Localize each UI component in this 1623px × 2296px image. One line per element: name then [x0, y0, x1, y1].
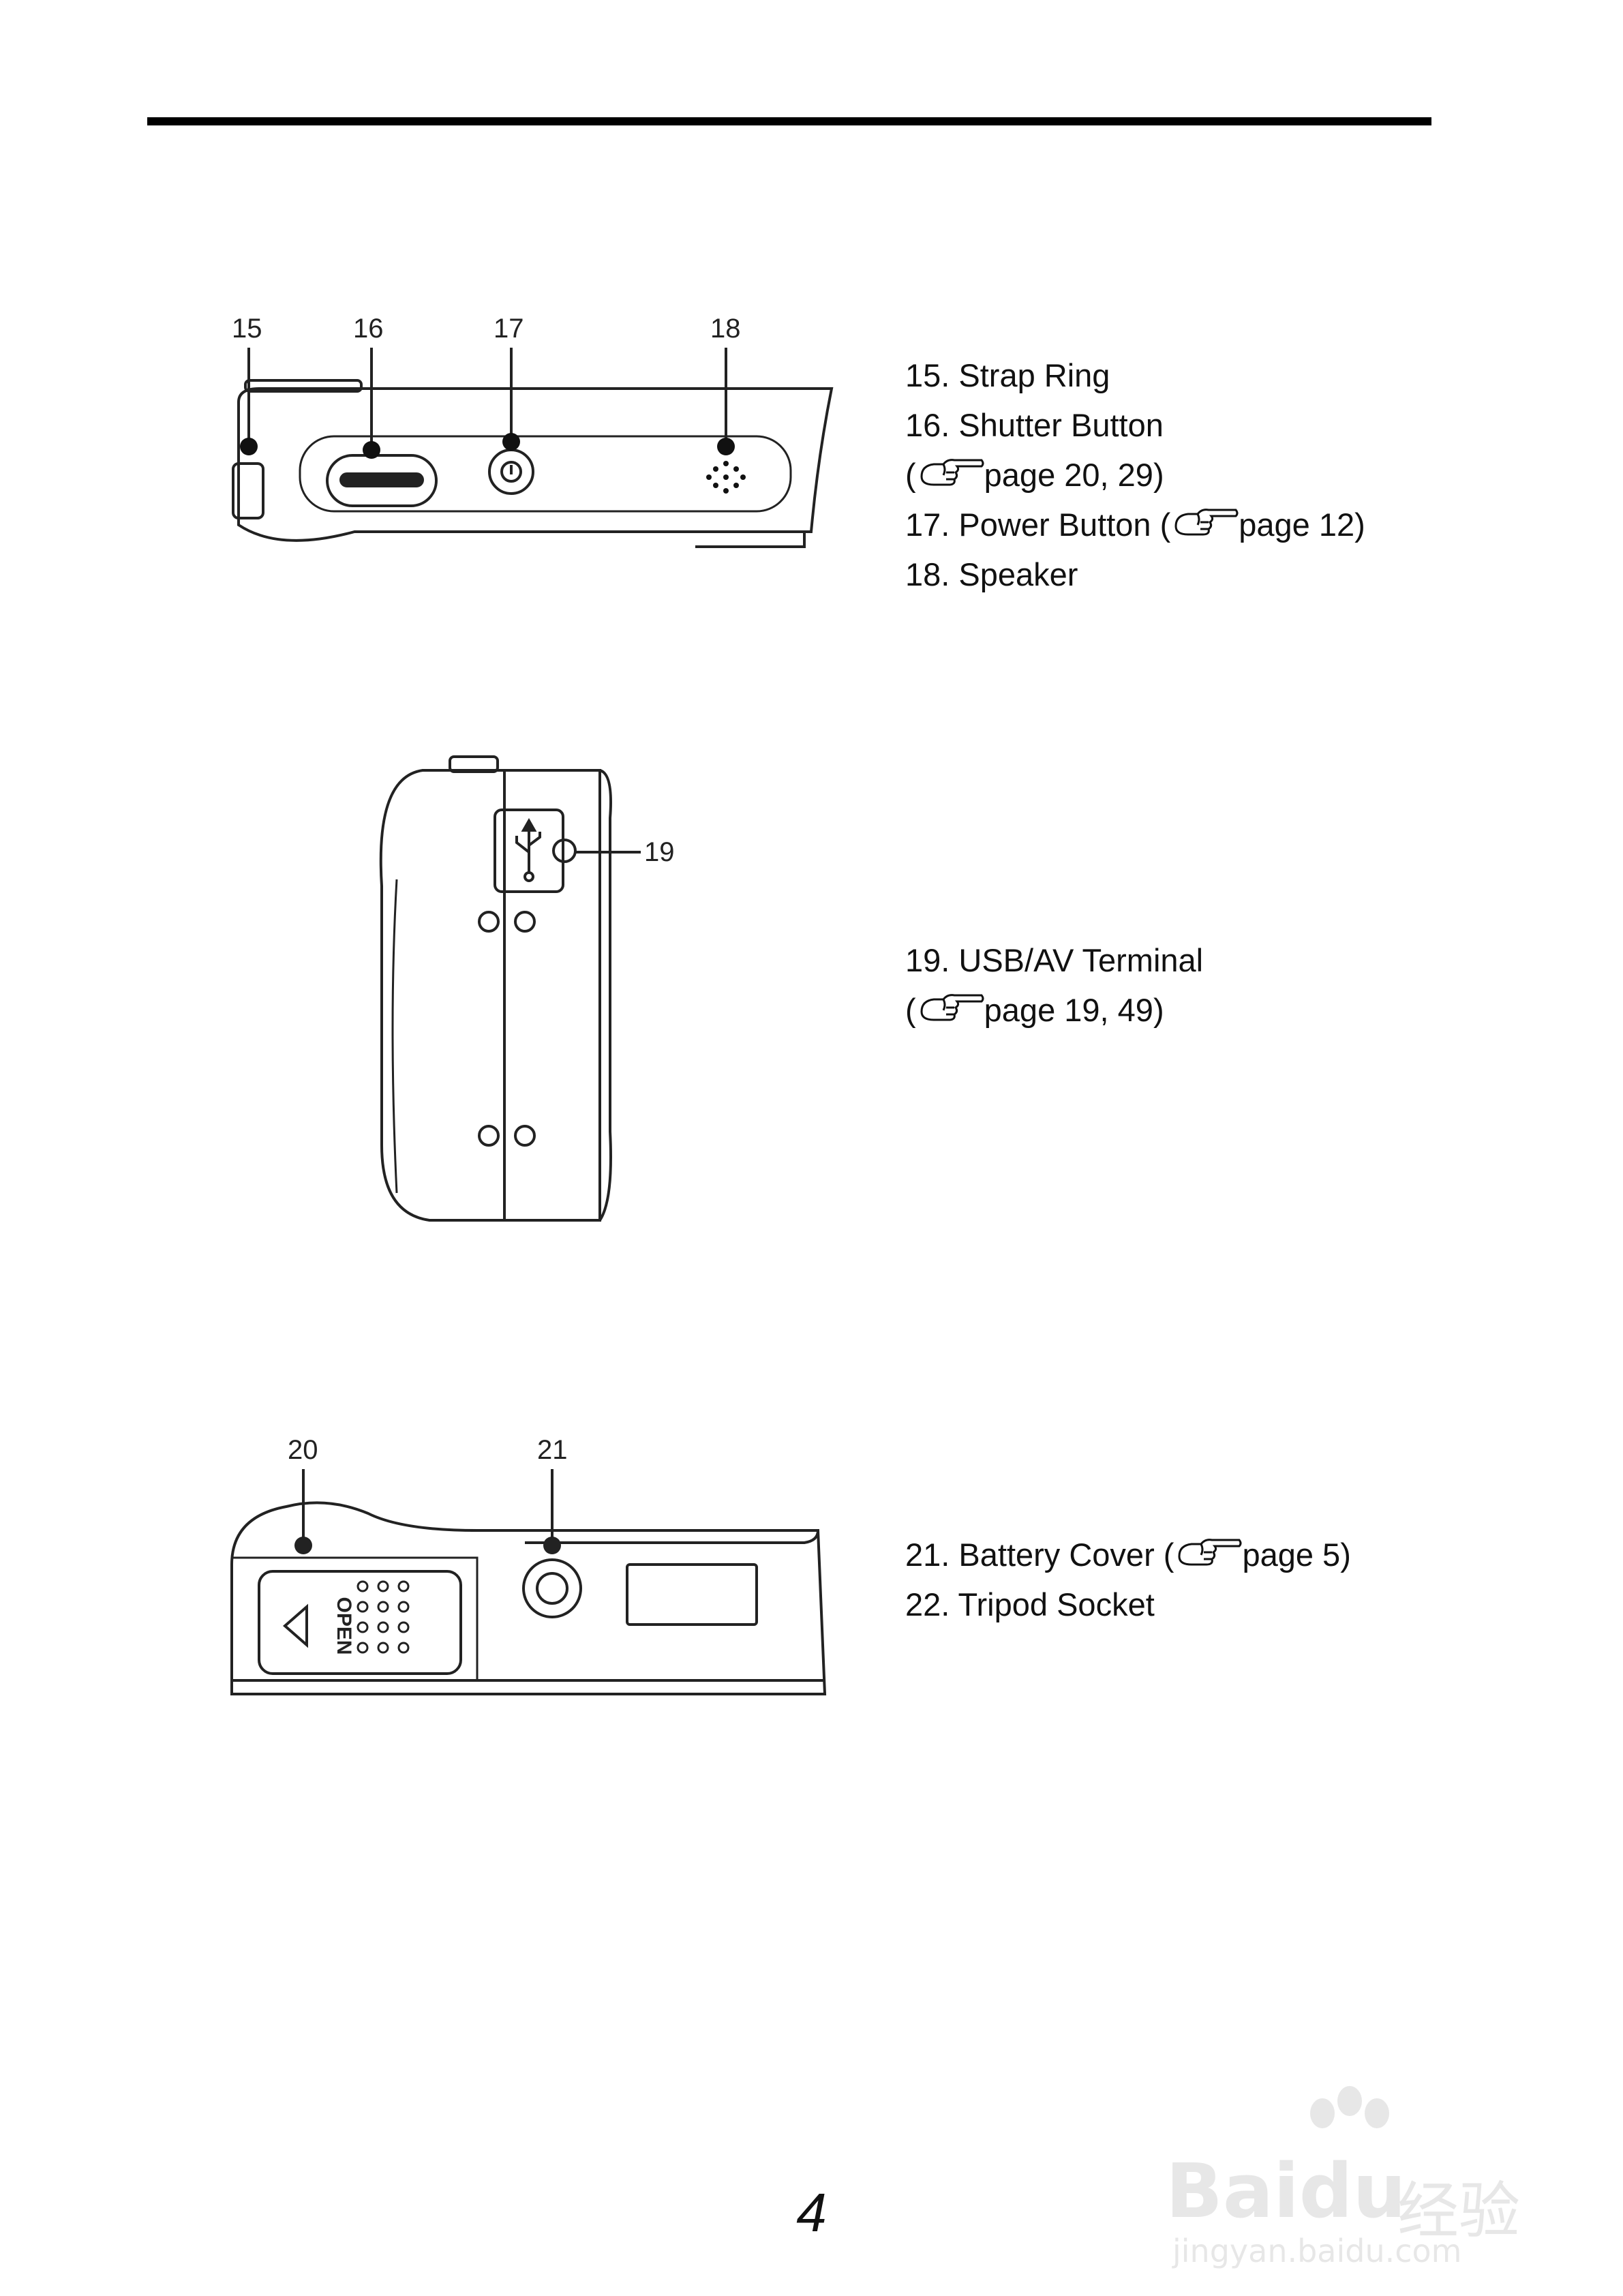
- watermark-cn: 经验: [1397, 2175, 1520, 2247]
- description-group-1: 15. Strap Ring 16. Shutter Button (page …: [905, 350, 1365, 599]
- item-16-reference: (page 20, 29): [905, 457, 1164, 493]
- callout-19: 19: [644, 837, 675, 867]
- watermark-url: jingyan.baidu.com: [1172, 2233, 1462, 2269]
- callout-20: 20: [288, 1435, 318, 1465]
- callout-15: 15: [232, 314, 262, 344]
- watermark-brand: Baidu: [1166, 2147, 1406, 2235]
- usb-av-cover-shape: [494, 809, 564, 893]
- callout-21: 21: [537, 1435, 568, 1465]
- camera-bottom-view-figure: 20 21 OPEN: [218, 1428, 845, 1728]
- camera-top-view-figure: 15 16 17 18: [218, 307, 845, 607]
- top-rule: [147, 117, 1431, 125]
- strap-ring-shape: [232, 462, 264, 519]
- shutter-button-shape: [326, 454, 438, 507]
- bottom-body-outline: [230, 1501, 827, 1695]
- item-16-shutter-button: 16. Shutter Button: [905, 407, 1164, 443]
- tripod-socket-shape: [522, 1558, 582, 1618]
- paw-logo-icon: [1310, 2086, 1389, 2128]
- pointing-hand-icon: [1174, 509, 1239, 536]
- callout-16: 16: [353, 314, 384, 344]
- item-18-speaker: 18. Speaker: [905, 556, 1078, 592]
- battery-cover-shape: [232, 1556, 479, 1680]
- item-15-strap-ring: 15. Strap Ring: [905, 357, 1110, 393]
- callout-labels: 15 16 17 18: [232, 314, 741, 344]
- callout-18: 18: [710, 314, 741, 344]
- item-22-tripod-socket: 22. Tripod Socket: [905, 1586, 1155, 1622]
- pointing-hand-icon: [920, 459, 984, 486]
- item-19-reference: (page 19, 49): [905, 992, 1164, 1028]
- baidu-jingyan-watermark: Baidu 经验 jingyan.baidu.com: [1159, 2086, 1541, 2269]
- page-number: 4: [796, 2182, 827, 2243]
- callout-17: 17: [494, 314, 524, 344]
- item-17-power-button: 17. Power Button (page 12): [905, 507, 1365, 543]
- callout-labels-bottom: 20 21: [288, 1435, 568, 1465]
- item-19-usb-av-terminal: 19. USB/AV Terminal: [905, 942, 1204, 978]
- pointing-hand-icon: [1178, 1539, 1242, 1566]
- open-label: OPEN: [333, 1597, 355, 1655]
- side-body-back: [379, 769, 601, 1222]
- camera-body-outline: [237, 387, 834, 542]
- camera-side-view-figure: 19: [368, 750, 750, 1227]
- description-group-3: 21. Battery Cover (page 5) 22. Tripod So…: [905, 1530, 1351, 1629]
- pointing-hand-icon: [920, 994, 984, 1021]
- item-21-battery-cover: 21. Battery Cover (page 5): [905, 1537, 1351, 1573]
- description-group-2: 19. USB/AV Terminal (page 19, 49): [905, 935, 1203, 1035]
